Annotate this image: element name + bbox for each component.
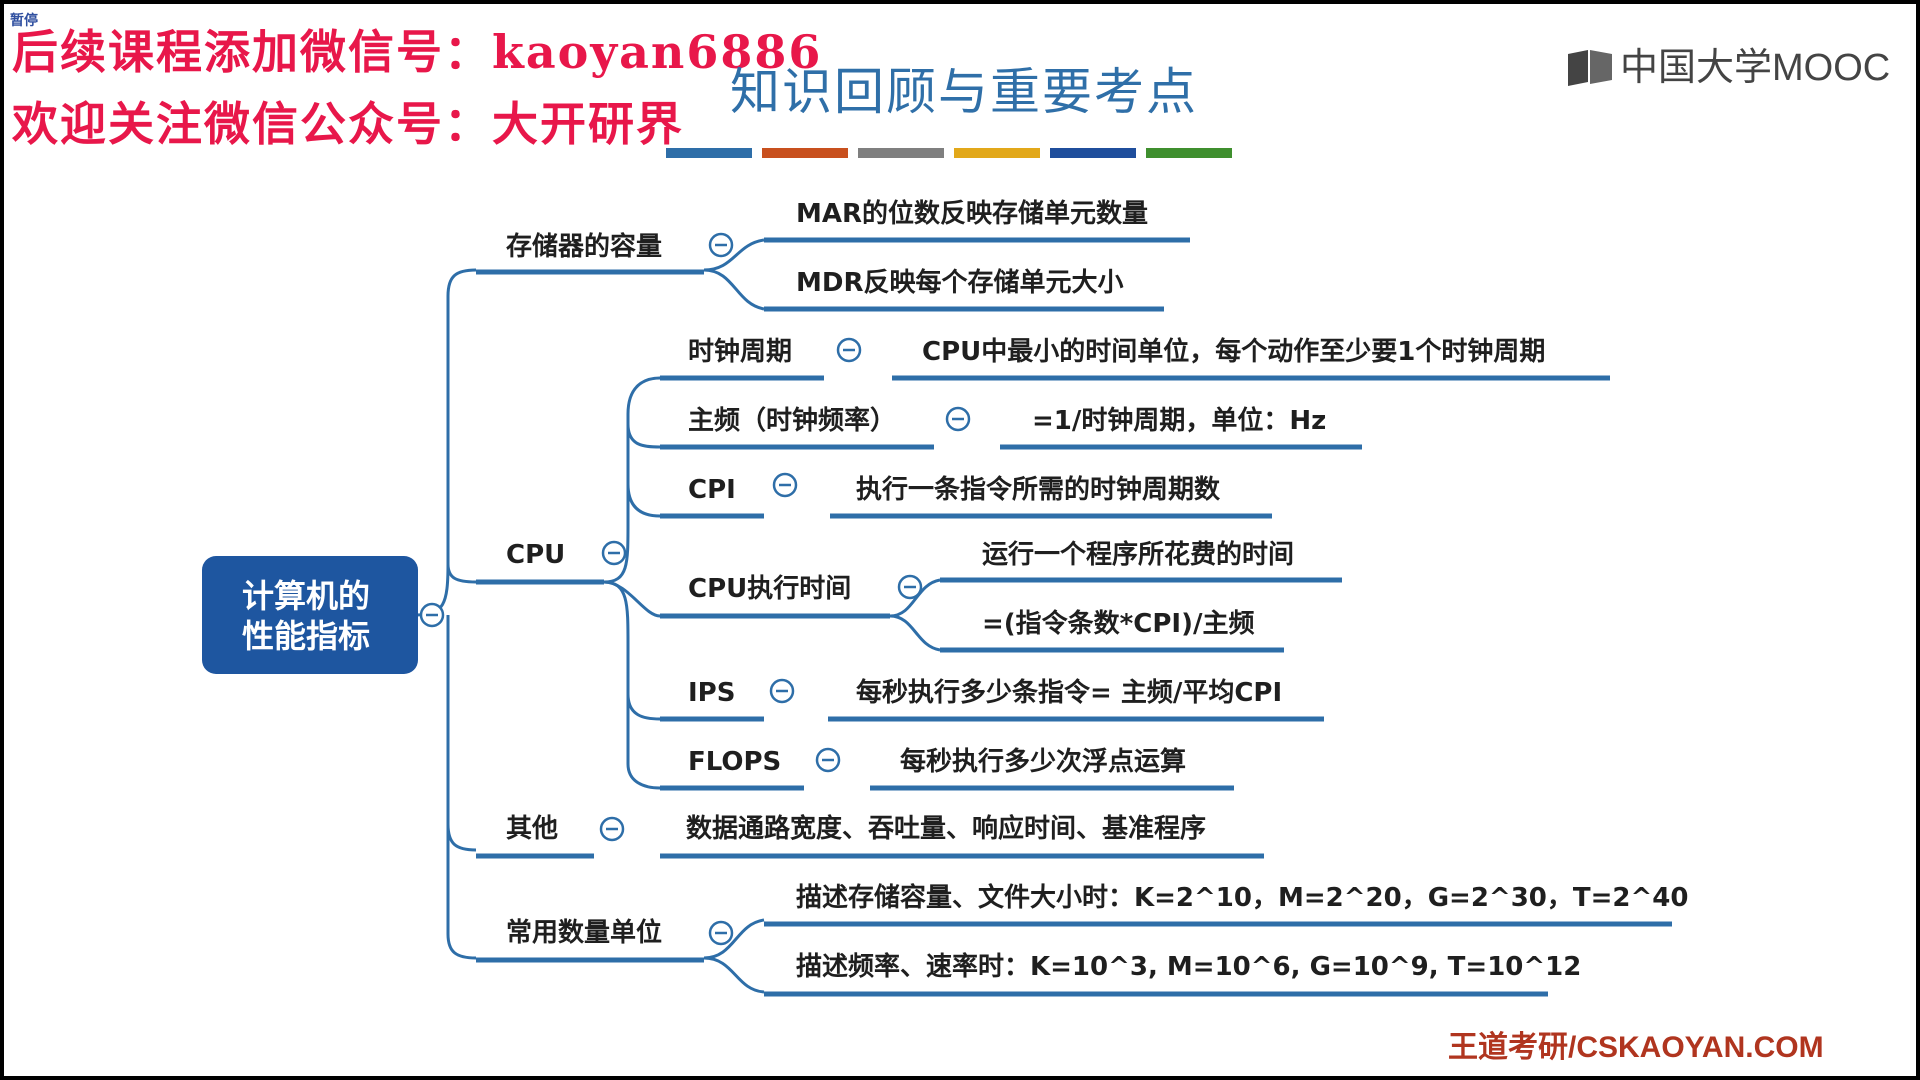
node-capacity[interactable]: 存储器的容量 — [506, 232, 663, 262]
watermark-wechat-account: 欢迎关注微信公众号：大开研界 — [12, 97, 684, 151]
node-cpi-desc[interactable]: 执行一条指令所需的时钟周期数 — [856, 475, 1221, 505]
node-exec-time-desc1[interactable]: 运行一个程序所花费的时间 — [982, 540, 1295, 570]
slide: 暂停 后续课程添加微信号：kaoyan6886 欢迎关注微信公众号：大开研界 知… — [4, 4, 1916, 1076]
color-bar-segment — [666, 148, 752, 158]
color-bar-segment — [1146, 148, 1232, 158]
node-exec-time[interactable]: CPU执行时间 — [688, 574, 852, 604]
node-other[interactable]: 其他 — [506, 814, 559, 844]
node-units-storage[interactable]: 描述存储容量、文件大小时：K=2^10，M=2^20，G=2^30，T=2^40 — [796, 883, 1689, 913]
node-units-frequency[interactable]: 描述频率、速率时：K=10^3, M=10^6, G=10^9, T=10^12 — [796, 952, 1582, 982]
footer-brand: 王道考研/CSKAOYAN.COM — [1448, 1031, 1824, 1064]
node-frequency-desc[interactable]: =1/时钟周期，单位：Hz — [1032, 406, 1327, 436]
node-mdr[interactable]: MDR反映每个存储单元大小 — [796, 268, 1124, 298]
node-ips-desc[interactable]: 每秒执行多少条指令= 主频/平均CPI — [856, 678, 1283, 708]
node-flops-desc[interactable]: 每秒执行多少次浮点运算 — [900, 747, 1187, 777]
node-cpi[interactable]: CPI — [688, 475, 736, 505]
node-other-desc[interactable]: 数据通路宽度、吞吐量、响应时间、基准程序 — [686, 814, 1207, 844]
node-exec-time-desc2[interactable]: =(指令条数*CPI)/主频 — [982, 609, 1255, 639]
node-clock-cycle-desc[interactable]: CPU中最小的时间单位，每个动作至少要1个时钟周期 — [922, 337, 1546, 367]
color-bar-segment — [858, 148, 944, 158]
mindmap-connectors — [239, 232, 1672, 997]
root-label-line2: 性能指标 — [242, 617, 371, 655]
mooc-logo-icon — [1568, 50, 1612, 86]
node-cpu[interactable]: CPU — [506, 540, 566, 570]
color-bar-segment — [1050, 148, 1136, 158]
page-title: 知识回顾与重要考点 — [730, 63, 1198, 121]
node-clock-cycle[interactable]: 时钟周期 — [688, 337, 793, 367]
node-frequency[interactable]: 主频（时钟频率） — [688, 406, 897, 436]
pause-indicator[interactable]: 暂停 — [10, 13, 38, 29]
node-flops[interactable]: FLOPS — [688, 747, 782, 777]
watermark-wechat-id: 后续课程添加微信号：kaoyan6886 — [12, 25, 823, 79]
root-label-line1: 计算机的 — [242, 577, 371, 615]
node-ips[interactable]: IPS — [688, 678, 736, 708]
brand-logo: 中国大学MOOC — [1620, 47, 1891, 89]
node-mar[interactable]: MAR的位数反映存储单元数量 — [796, 199, 1149, 229]
color-bar-segment — [762, 148, 848, 158]
mindmap-root-node[interactable]: 计算机的 性能指标 — [202, 556, 418, 674]
color-bar-segment — [954, 148, 1040, 158]
node-units[interactable]: 常用数量单位 — [506, 918, 663, 948]
